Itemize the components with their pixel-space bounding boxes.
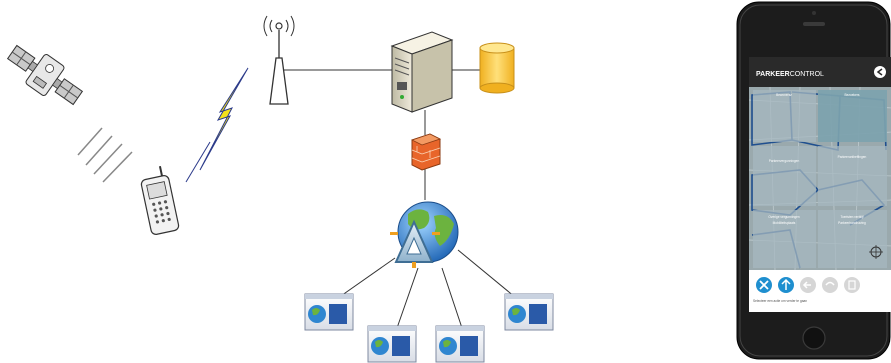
- database-icon: [479, 42, 515, 94]
- browser-window-icon: [304, 293, 354, 331]
- browser-window-icon: [367, 325, 417, 363]
- smartphone: PARKEERCONTROL: [736, 1, 891, 360]
- upload-icon[interactable]: [778, 277, 794, 293]
- app-title: PARKEERCONTROL: [756, 71, 824, 78]
- back-icon[interactable]: [800, 277, 816, 293]
- locate-icon[interactable]: [869, 245, 883, 259]
- globe-browser1-link: [337, 257, 396, 299]
- speaker-icon: [803, 22, 825, 26]
- mobile-phone-icon: [140, 165, 180, 235]
- map-label[interactable]: Bewonersz: [776, 93, 792, 97]
- footer-hint: Selecteer een actie om verder te gaan: [753, 299, 807, 303]
- globe-browser4-link: [457, 249, 516, 298]
- firewall-icon: [410, 133, 442, 171]
- browser-window-icon: [504, 293, 554, 331]
- close-icon[interactable]: [756, 277, 772, 293]
- globe-browser3-link: [441, 267, 463, 329]
- action-bar: [749, 270, 891, 312]
- map-label[interactable]: Toeristen verblijf: [840, 215, 863, 219]
- map-label[interactable]: Bezoekers: [844, 93, 859, 97]
- connection-lines: [283, 69, 516, 329]
- browser-window-icon: [435, 325, 485, 363]
- camera-icon: [812, 11, 816, 15]
- satellite-icon: [6, 44, 84, 106]
- map-label[interactable]: Parkeerontheffingen: [838, 155, 867, 159]
- delete-icon[interactable]: [844, 277, 860, 293]
- lightning-icon: [185, 67, 249, 183]
- map-label[interactable]: Overige vergunningen: [768, 215, 800, 219]
- internet-globe-icon: [390, 201, 459, 268]
- antenna-icon: [263, 15, 295, 105]
- undo-icon[interactable]: [822, 277, 838, 293]
- server-icon: [390, 31, 454, 113]
- map-label[interactable]: Mobiliteitsplaats: [773, 221, 796, 225]
- satellite-signal-icon: [77, 127, 133, 183]
- home-button[interactable]: [802, 326, 826, 350]
- globe-browser2-link: [396, 267, 419, 329]
- map-label[interactable]: Parkeervergunningen: [769, 159, 800, 163]
- back-icon[interactable]: [874, 66, 886, 78]
- app-header: [749, 57, 891, 87]
- map-label[interactable]: Parkeerhandhaving: [838, 221, 866, 225]
